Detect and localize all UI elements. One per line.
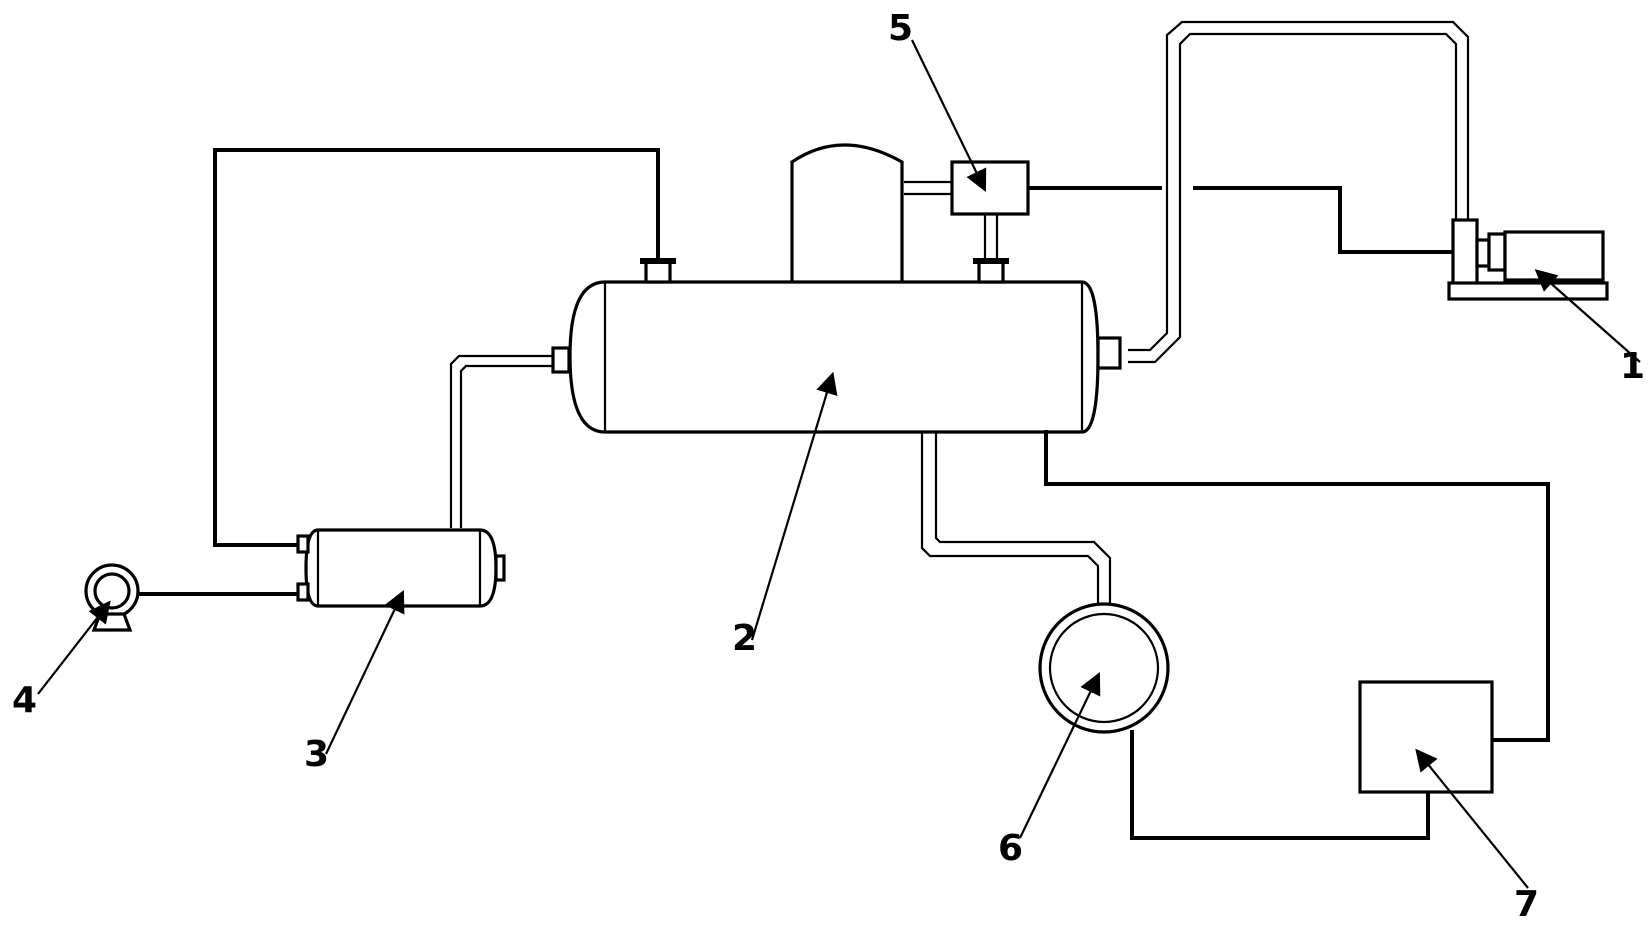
unit-1-pump-head (1451, 218, 1479, 286)
unit-1-base (1447, 281, 1609, 301)
pipe-dome-to-valve5 (904, 180, 952, 196)
label-6: 6 (998, 828, 1023, 869)
meter-6 (1038, 602, 1170, 734)
pipe-valve5-to-tank2 (983, 214, 999, 258)
box-7-body (1358, 680, 1494, 794)
label-2: 2 (732, 618, 757, 659)
pipe-network (138, 148, 1550, 840)
vessel-3-nozzle-top (296, 534, 310, 554)
box-7 (1358, 680, 1494, 794)
tank-top-nozzle-right (977, 260, 1005, 284)
leader-4 (37, 600, 111, 695)
dome-separator (790, 143, 904, 286)
pipe-tank2-to-box7 (1044, 430, 1550, 742)
label-5: 5 (888, 8, 913, 49)
horizontal-tank-2 (551, 143, 1122, 438)
pipe-tank2-to-meter6-outer (920, 432, 1100, 604)
tank-top-flange-right (973, 258, 1009, 264)
valve-5 (950, 160, 1030, 216)
vessel-3 (296, 528, 506, 608)
motor-pump-unit-1 (1447, 218, 1609, 301)
label-3: 3 (304, 734, 329, 775)
pipe-tank2-left-to-vessel3-outer (449, 354, 553, 528)
pipe-valve5-to-unit1 (1026, 186, 1455, 254)
vessel-3-end-cap (494, 554, 506, 582)
unit-1-motor (1503, 230, 1605, 282)
leader-6 (1019, 672, 1101, 839)
leader-2 (750, 371, 838, 641)
pump-4-impeller (93, 572, 131, 610)
number-labels: 1 2 3 4 5 6 7 (12, 8, 1645, 925)
vessel-3-nozzle-bottom (296, 582, 310, 602)
double-pipes (449, 20, 1470, 604)
label-4: 4 (12, 680, 37, 721)
pump-4 (84, 563, 140, 632)
tank-top-nozzle-left (644, 260, 672, 284)
pipe-tank2-left-to-vessel3-inner (459, 364, 553, 528)
unit-1-coupling-a (1475, 238, 1491, 268)
leader-7 (1415, 748, 1529, 889)
leader-1 (1534, 269, 1641, 363)
unit-1-coupling-b (1487, 232, 1507, 272)
pipe-tank2-to-meter6-inner (934, 432, 1112, 604)
meter-6-inner (1048, 612, 1160, 724)
pipe-tank2-top-to-vessel3 (213, 148, 660, 547)
label-1: 1 (1620, 346, 1645, 387)
pipe-tank2-right-to-unit1-outer (1128, 20, 1470, 352)
label-7: 7 (1514, 884, 1539, 925)
meter-6-outer (1038, 602, 1170, 734)
leader-3 (325, 590, 405, 755)
tank-right-nozzle (1096, 336, 1122, 370)
leader-5 (911, 39, 987, 192)
pipe-meter6-to-box7 (1130, 730, 1430, 840)
valve-5-body (950, 160, 1030, 216)
tank-body (568, 280, 1100, 434)
pipe-tank2-right-to-unit1-inner (1128, 32, 1458, 364)
leader-lines (37, 39, 1641, 889)
tank-left-nozzle (551, 346, 571, 374)
tank-top-flange-left (640, 258, 676, 264)
